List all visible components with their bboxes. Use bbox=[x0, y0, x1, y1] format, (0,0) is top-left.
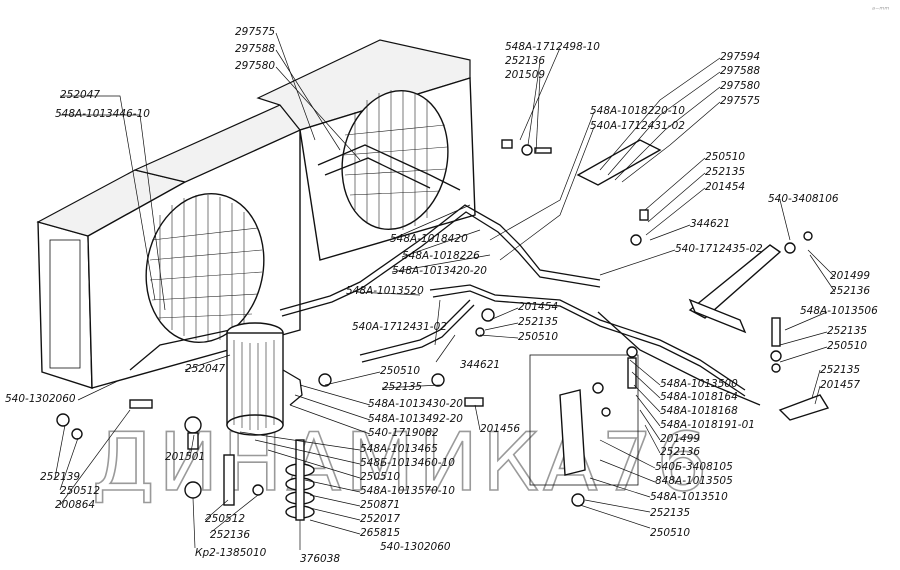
bolt-part bbox=[770, 317, 782, 373]
part-label: 548А-1013500 bbox=[660, 378, 738, 390]
fan-grille-left bbox=[149, 195, 263, 342]
part-label: 200864 bbox=[55, 499, 95, 511]
part-label: 548А-1013430-20 bbox=[368, 398, 463, 410]
part-label: 252047 bbox=[185, 363, 225, 375]
part-label: 548А-1013520 bbox=[346, 285, 424, 297]
part-label: 297588 bbox=[720, 65, 760, 77]
part-label: 548А-1018191-01 bbox=[660, 419, 755, 431]
part-label: 250512 bbox=[205, 513, 245, 525]
bolt-part bbox=[475, 308, 495, 337]
radiator-end-tank bbox=[37, 221, 93, 389]
part-label: 344621 bbox=[690, 218, 730, 230]
part-label: 297594 bbox=[720, 51, 760, 63]
part-label: 252135 bbox=[827, 325, 867, 337]
part-label: 548А-1712498-10 bbox=[505, 41, 600, 53]
bolt-part bbox=[784, 231, 813, 254]
part-label: 252135 bbox=[518, 316, 558, 328]
bracket-part bbox=[529, 354, 639, 507]
part-label: 548А-1018220-10 bbox=[590, 105, 685, 117]
corner-mark: ᵃ⁻ᵐᵐ bbox=[872, 5, 889, 14]
part-label: 250510 bbox=[705, 151, 745, 163]
part-label: 201456 bbox=[480, 423, 520, 435]
part-label: 201454 bbox=[705, 181, 745, 193]
bolt-part bbox=[318, 373, 484, 407]
part-label: 376038 bbox=[300, 553, 340, 565]
part-label: 201499 bbox=[830, 270, 870, 282]
bolt-part bbox=[630, 209, 649, 246]
part-label: 250510 bbox=[380, 365, 420, 377]
part-label: 252017 bbox=[360, 513, 400, 525]
part-label: 250871 bbox=[360, 499, 400, 511]
part-label: 252136 bbox=[830, 285, 870, 297]
part-label: 250510 bbox=[360, 471, 400, 483]
part-label: 848А-1013505 bbox=[655, 475, 733, 487]
part-label: 548А-1013506 bbox=[800, 305, 878, 317]
part-label: 252139 bbox=[40, 471, 80, 483]
part-label: 540-1712435-02 bbox=[675, 243, 763, 255]
part-label: Кр2-1385010 bbox=[195, 547, 267, 559]
bolt-part bbox=[501, 139, 552, 156]
part-label: 201501 bbox=[165, 451, 205, 463]
bracket-part bbox=[688, 244, 782, 334]
part-label: 252135 bbox=[820, 364, 860, 376]
part-label: 548А-1013420-20 bbox=[392, 265, 487, 277]
part-label: 548А-1013510 bbox=[650, 491, 728, 503]
part-label: 252136 bbox=[505, 55, 545, 67]
part-label: 250510 bbox=[518, 331, 558, 343]
part-label: 344621 bbox=[460, 359, 500, 371]
part-label: 250512 bbox=[60, 485, 100, 497]
leader-lines bbox=[54, 32, 836, 550]
bracket-part bbox=[778, 394, 830, 421]
part-label: 201457 bbox=[820, 379, 860, 391]
part-labels: 297575 297588 297580 252047 548А-1013446… bbox=[5, 26, 878, 565]
bolt-part bbox=[56, 399, 153, 440]
bolt-part bbox=[626, 346, 638, 389]
part-label: 252136 bbox=[210, 529, 250, 541]
part-label: 297588 bbox=[235, 43, 275, 55]
part-label: 548А-1013570-10 bbox=[360, 485, 455, 497]
pipe-lines bbox=[129, 204, 761, 406]
part-label: 201499 bbox=[660, 433, 700, 445]
part-label: 548А-1018420 bbox=[390, 233, 468, 245]
part-label: 252135 bbox=[705, 166, 745, 178]
fan-shroud-right bbox=[341, 89, 449, 231]
part-label: 548А-1018164 bbox=[660, 391, 738, 403]
part-label: 252135 bbox=[382, 381, 422, 393]
part-label: 252136 bbox=[660, 446, 700, 458]
part-label: 540Б-3408105 bbox=[655, 461, 733, 473]
part-label: 297575 bbox=[235, 26, 275, 38]
part-label: 548А-1018226 bbox=[402, 250, 480, 262]
part-label: 297575 bbox=[720, 95, 760, 107]
part-label: 540А-1712431-02 bbox=[352, 321, 447, 333]
spring-stack bbox=[285, 439, 315, 521]
part-label: 540А-1712431-02 bbox=[590, 120, 685, 132]
part-label: 201454 bbox=[518, 301, 558, 313]
part-label: 548Б-1013460-10 bbox=[360, 457, 455, 469]
part-label: 540-3408106 bbox=[768, 193, 839, 205]
bolt-part bbox=[223, 454, 264, 506]
part-label: 548А-1013446-10 bbox=[55, 108, 150, 120]
part-label: 548А-1018168 bbox=[660, 405, 738, 417]
part-label: 548А-1013465 bbox=[360, 443, 438, 455]
part-label: 265815 bbox=[360, 527, 400, 539]
part-label: 540-1302060 bbox=[5, 393, 76, 405]
filter-cylinder bbox=[226, 322, 303, 436]
part-label: 201509 bbox=[505, 69, 545, 81]
part-label: 252135 bbox=[650, 507, 690, 519]
part-label: 540-1302060 bbox=[380, 541, 451, 553]
part-label: 250510 bbox=[827, 340, 867, 352]
part-label: 252047 bbox=[60, 89, 100, 101]
fan-grille-right bbox=[343, 90, 448, 230]
part-label: 540-1719082 bbox=[368, 427, 439, 439]
part-label: 297580 bbox=[720, 80, 760, 92]
part-label: 548А-1013492-20 bbox=[368, 413, 463, 425]
part-label: 250510 bbox=[650, 527, 690, 539]
part-label: 297580 bbox=[235, 60, 275, 72]
